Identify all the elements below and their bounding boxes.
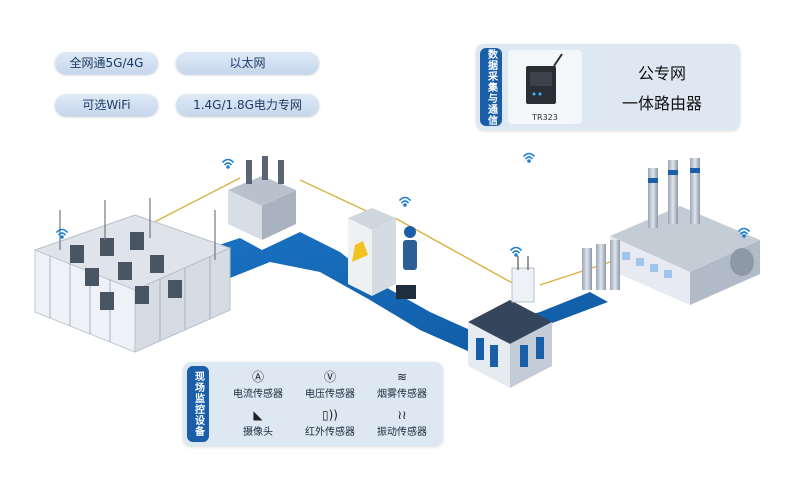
- sensor-vibration-label: 振动传感器: [377, 427, 427, 438]
- control-cabinet-illustration: [348, 208, 417, 299]
- factory-illustration: [582, 158, 760, 305]
- router-title-line1: 公专网: [637, 64, 686, 83]
- sensor-infrared-label: 红外传感器: [305, 427, 355, 438]
- sensor-voltage: Ⓥ 电压传感器: [295, 370, 365, 400]
- router-panel-tab: 数据采集与通信: [480, 48, 502, 126]
- sensor-camera-label: 摄像头: [243, 427, 273, 438]
- pill-ethernet: 以太网: [176, 52, 319, 74]
- voltage-sensor-icon: Ⓥ: [323, 370, 336, 384]
- router-model-label: TR323: [532, 113, 558, 122]
- monitor-panel: 现场监控设备 Ⓐ 电流传感器 Ⓥ 电压传感器 ≋ 烟雾传感器 ◣ 摄像头 ▯))…: [183, 362, 443, 446]
- router-panel: 数据采集与通信 TR323 公专网 一体路由器: [476, 44, 740, 130]
- vibration-sensor-icon: ≀≀: [397, 408, 407, 422]
- sensor-smoke: ≋ 烟雾传感器: [367, 370, 437, 400]
- gateway-building-illustration: [468, 256, 552, 388]
- sensor-infrared: ▯)) 红外传感器: [295, 408, 365, 438]
- sensor-vibration: ≀≀ 振动传感器: [367, 408, 437, 438]
- current-sensor-icon: Ⓐ: [251, 370, 264, 384]
- infrared-sensor-icon: ▯)): [322, 408, 338, 422]
- pill-5g-4g: 全网通5G/4G: [55, 52, 158, 74]
- sensor-current: Ⓐ 电流传感器: [223, 370, 293, 400]
- pill-power-private-network: 1.4G/1.8G电力专网: [176, 94, 319, 116]
- sensor-current-label: 电流传感器: [233, 389, 283, 400]
- smoke-sensor-icon: ≋: [396, 370, 408, 384]
- monitor-panel-tab-label: 现场监控设备: [192, 371, 204, 437]
- transformer-illustration: [228, 156, 296, 240]
- router-title-line2: 一体路由器: [621, 94, 702, 113]
- sensor-camera: ◣ 摄像头: [223, 408, 293, 438]
- monitor-panel-tab: 现场监控设备: [187, 366, 209, 442]
- pill-wifi: 可选WiFi: [55, 94, 158, 116]
- substation-illustration: [33, 198, 232, 353]
- wifi-signal-icons: [56, 152, 750, 257]
- router-panel-tab-label: 数据采集与通信: [485, 48, 497, 126]
- sensor-smoke-label: 烟雾传感器: [377, 389, 427, 400]
- sensor-voltage-label: 电压传感器: [305, 389, 355, 400]
- router-device-icon: [526, 53, 563, 104]
- camera-icon: ◣: [253, 408, 263, 422]
- router-device-card: TR323: [508, 50, 582, 124]
